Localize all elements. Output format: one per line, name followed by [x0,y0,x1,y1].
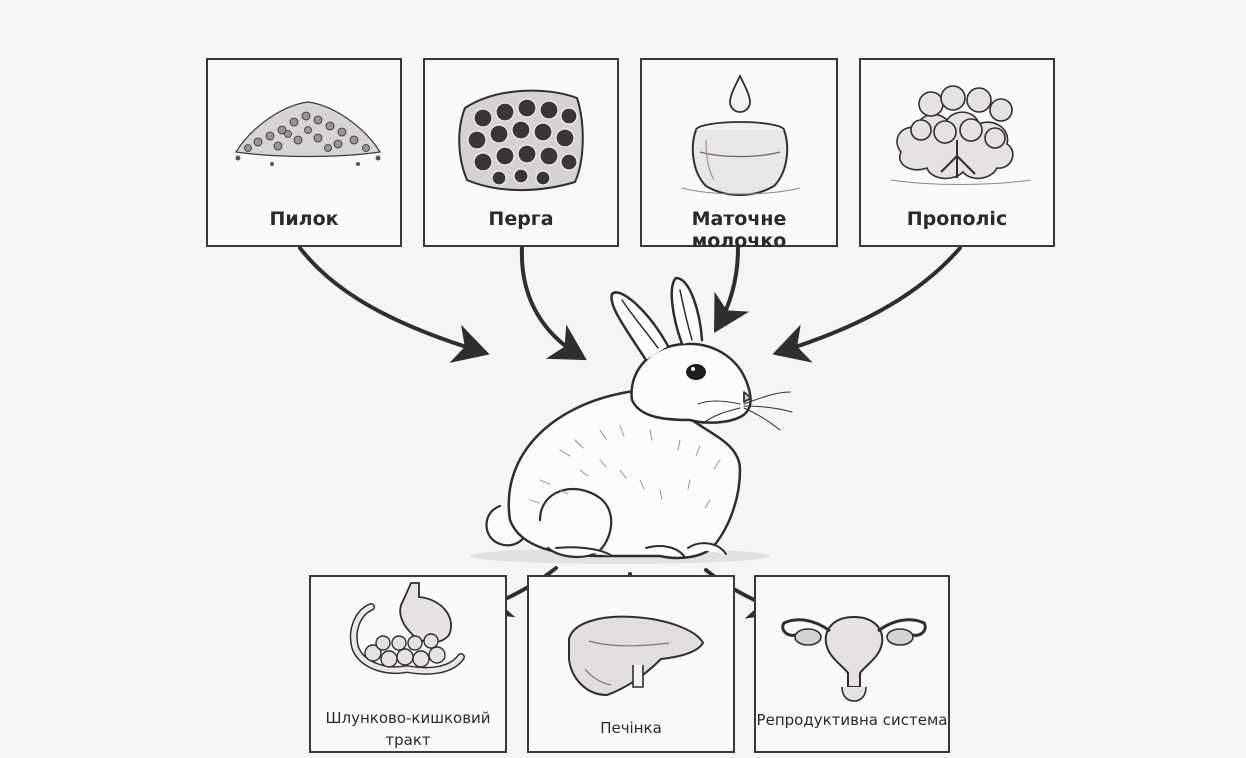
arrow-propolis-to-rabbit [780,248,960,352]
source-card-pollen: Пилок [206,58,402,247]
target-card-digestive: Шлунково-кишковий тракт [309,575,507,753]
source-label-pollen: Пилок [208,208,400,230]
source-card-royal-jelly: Маточне молочко [640,58,838,247]
target-label-liver: Печінка [529,717,733,739]
source-card-propolis: Прополіс [859,58,1055,247]
source-label-bee-bread: Перга [425,208,617,230]
target-label-reproductive: Репродуктивна система [756,709,948,731]
arrow-royal-jelly-to-rabbit [718,248,738,326]
source-label-royal-jelly: Маточне молочко [642,208,836,252]
target-label-digestive-line2: тракт [311,729,505,751]
target-card-reproductive: Репродуктивна система [754,575,950,753]
source-card-bee-bread: Перга [423,58,619,247]
source-label-propolis: Прополіс [861,208,1053,230]
rabbit-illustration [470,278,792,564]
target-card-liver: Печінка [527,575,735,753]
target-label-digestive-line1: Шлунково-кишковий [311,707,505,729]
arrow-bee-bread-to-rabbit [522,248,580,356]
arrow-pollen-to-rabbit [300,248,482,352]
